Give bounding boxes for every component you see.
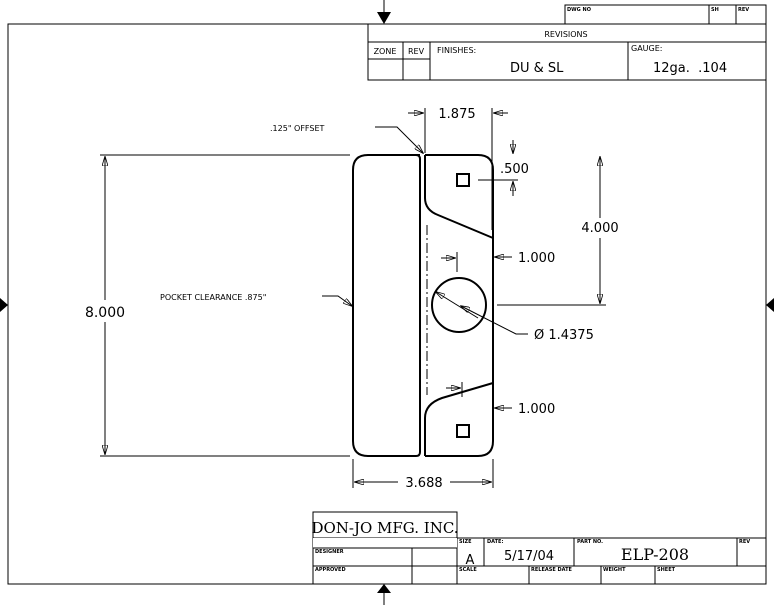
dim-offset: .125" OFFSET [270,124,325,133]
center-mark-left [0,298,8,312]
dim-hole-height: 4.000 [581,221,618,236]
title-block: DON-JO MFG. INC. DESIGNER APPROVED SIZE … [311,511,767,585]
dimensions: 8.000 POCKET CLEARANCE .875" 3.688 1.875… [85,107,619,491]
zone-label: ZONE [374,47,397,56]
finishes-label: FINISHES: [437,46,476,55]
gauge-value: 12ga. .104 [653,61,727,76]
dim-hole-diameter: Ø 1.4375 [534,328,594,343]
dim-overall-width: 3.688 [405,476,442,491]
center-mark-bottom [377,584,391,605]
revisions-block: REVISIONS ZONE REV FINISHES: DU & SL GAU… [367,23,767,81]
part-no-value: ELP-208 [621,545,689,564]
sheet-label: SHEET [657,567,676,573]
finishes-value: DU & SL [510,61,564,76]
scale-label: SCALE [459,567,477,573]
weight-label: WEIGHT [603,567,626,573]
center-mark-top [377,0,391,24]
size-label: SIZE [459,539,472,545]
dim-tab-upper: 1.000 [518,251,555,266]
gauge-label: GAUGE: [631,44,662,53]
date-label: DATE: [487,539,503,545]
approved-label: APPROVED [315,567,346,573]
designer-label: DESIGNER [315,549,344,555]
dim-tab-lower: 1.000 [518,402,555,417]
sheet-border [7,23,767,585]
size-value: A [466,553,475,568]
company-name: DON-JO MFG. INC. [311,519,458,537]
part-no-label: PART NO. [577,539,603,545]
rev-label: REV [738,7,749,13]
dim-width-top: 1.875 [438,107,475,122]
hole [431,277,487,333]
dim-square-offset: .500 [500,162,529,177]
release-date-label: RELEASE DATE [531,567,573,573]
date-value: 5/17/04 [504,549,554,564]
part-outline [352,154,494,457]
title-rev-label: REV [739,539,750,545]
revisions-title: REVISIONS [544,30,587,39]
dwg-number-block: DWG NO SH REV [564,4,767,25]
dim-overall-height: 8.000 [85,305,125,321]
rev-col-label: REV [408,47,425,56]
center-mark-right [766,298,774,312]
square-hole-bottom [456,424,470,438]
sh-label: SH [711,7,719,13]
square-hole-top [456,173,470,187]
dwg-no-label: DWG NO [567,7,591,13]
dim-pocket-clearance: POCKET CLEARANCE .875" [160,293,266,302]
